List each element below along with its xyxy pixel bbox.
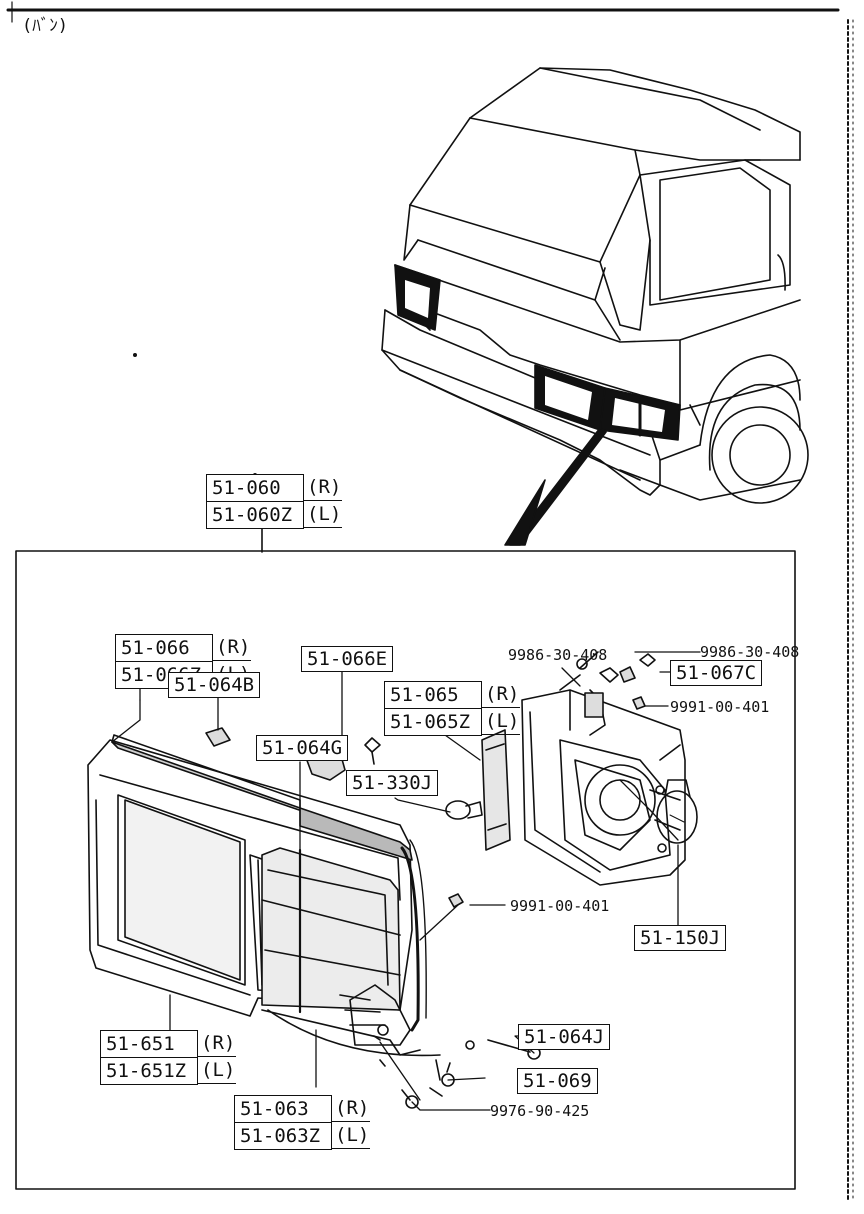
bezel-left-part: 51-651Z [101,1057,197,1084]
right-side-marker: (R) [482,681,520,708]
main-assembly-box: 51-060 51-060Z [206,474,304,529]
right-side-marker: (R) [332,1095,370,1122]
detail-frame [15,550,796,1190]
part-064g-label: 51-064G [256,735,349,761]
lens-unit [261,847,441,1057]
bolt-number-2: 9986-30-408 [700,643,800,661]
part-067c-label: 51-067C [670,660,763,686]
gasket-box: 51-066 51-066Z [115,634,213,689]
socket-right-part: 51-065 [390,684,459,706]
left-side-marker: (L) [198,1057,236,1084]
left-side-marker: (L) [304,501,342,528]
lens-right-part: 51-063 [240,1098,309,1120]
bezel-right-part: 51-651 [106,1033,175,1055]
bezel-box: 51-651 51-651Z [100,1030,198,1085]
socket-assembly [521,689,686,886]
lens-left-part: 51-063Z [235,1122,331,1149]
bolt-number-1: 9986-30-408 [508,646,608,664]
main-assembly-side: (R) (L) [304,474,342,528]
page-border [6,1,854,1201]
main-assembly-right-part: 51-060 [212,477,281,499]
part-064b-label: 51-064B [168,672,261,698]
right-side-marker: (R) [304,474,342,501]
screw-number-1: 9976-90-425 [490,1102,590,1120]
left-side-marker: (L) [332,1122,370,1149]
van-illustration [133,67,809,546]
socket-box: 51-065 51-065Z [384,681,482,736]
part-150j-label: 51-150J [634,925,727,951]
lens-side: (R) (L) [332,1095,370,1149]
part-069-label: 51-069 [517,1068,598,1094]
nut-number-1: 9991-00-401 [670,698,770,716]
part-064j-label: 51-064J [518,1024,611,1050]
right-side-marker: (R) [198,1030,236,1057]
part-066e-label: 51-066E [301,646,394,672]
lens-box: 51-063 51-063Z [234,1095,332,1150]
left-side-marker: (L) [482,708,520,735]
socket-side: (R) (L) [482,681,520,735]
gasket-right-part: 51-066 [121,637,190,659]
bezel-side: (R) (L) [198,1030,236,1084]
bezel-housing [87,739,427,1032]
nut-number-2: 9991-00-401 [510,897,610,915]
right-side-marker: (R) [213,634,251,661]
page-header-label: (ﾊﾞﾝ) [22,16,68,36]
main-assembly-left-part: 51-060Z [207,501,303,528]
part-330j-label: 51-330J [346,770,439,796]
socket-left-part: 51-065Z [385,708,481,735]
